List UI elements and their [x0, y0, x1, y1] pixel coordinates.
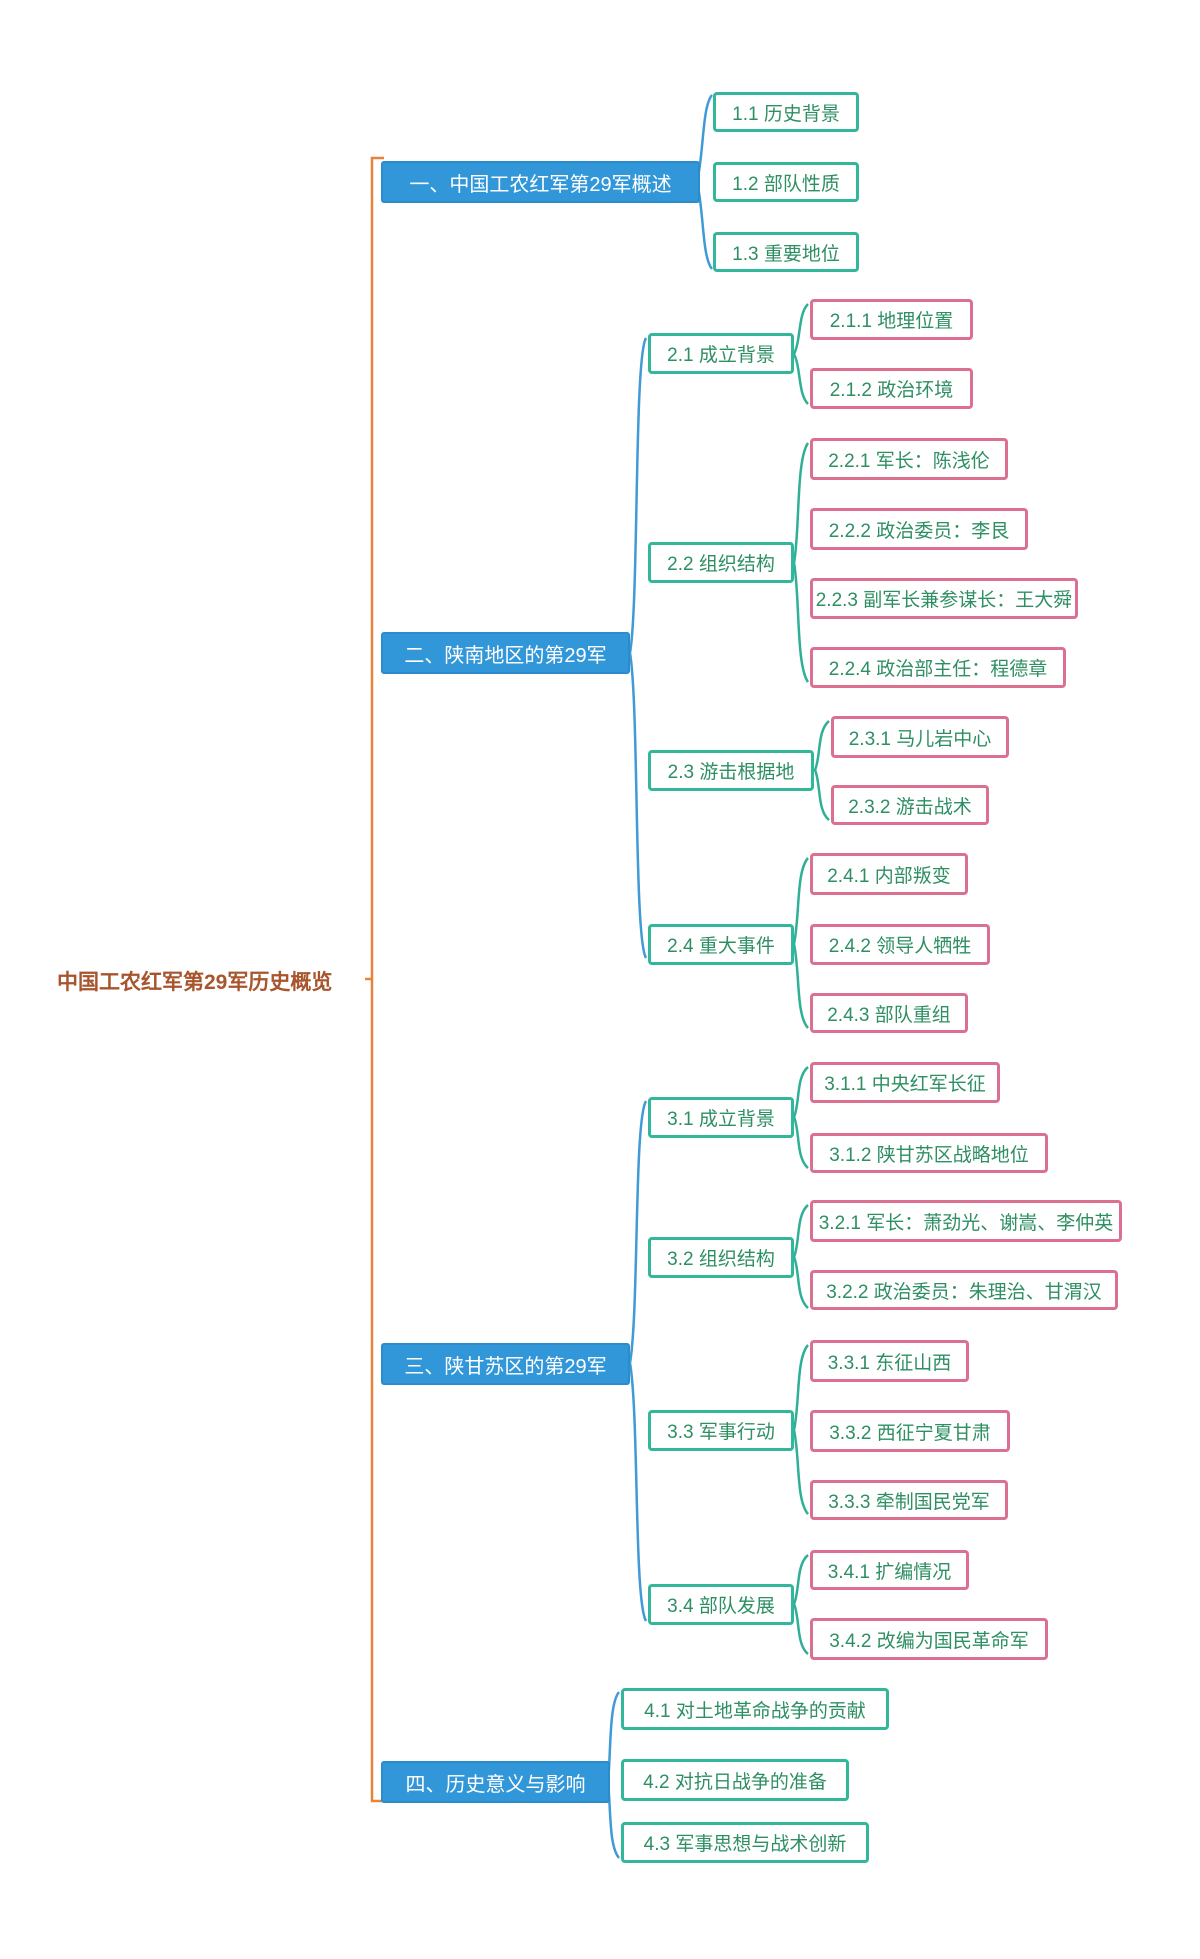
node-4-3[interactable]: 4.3 军事思想与战术创新 — [621, 1822, 869, 1863]
node-3-1-1[interactable]: 3.1.1 中央红军长征 — [810, 1062, 1000, 1103]
node-2-4[interactable]: 2.4 重大事件 — [648, 924, 794, 965]
node-3-4-1[interactable]: 3.4.1 扩编情况 — [810, 1550, 969, 1590]
branch-3-node[interactable]: 三、陕甘苏区的第29军 — [381, 1343, 630, 1385]
node-2-3-2[interactable]: 2.3.2 游击战术 — [831, 785, 989, 825]
brace-3-4 — [792, 1554, 809, 1655]
brace-2-1 — [792, 303, 809, 405]
node-3-2-2[interactable]: 3.2.2 政治委员：朱理治、甘渭汉 — [810, 1270, 1118, 1310]
root-bracket-line — [370, 156, 384, 1803]
node-2-2-2[interactable]: 2.2.2 政治委员：李艮 — [810, 508, 1028, 550]
brace-3-1 — [792, 1066, 809, 1169]
node-3-3-3[interactable]: 3.3.3 牵制国民党军 — [810, 1480, 1008, 1520]
brace-2-3 — [813, 720, 830, 821]
node-3-3-2[interactable]: 3.3.2 西征宁夏甘肃 — [810, 1410, 1010, 1452]
node-4-2[interactable]: 4.2 对抗日战争的准备 — [621, 1759, 849, 1801]
node-3-2[interactable]: 3.2 组织结构 — [648, 1237, 794, 1278]
node-3-1[interactable]: 3.1 成立背景 — [648, 1097, 794, 1138]
node-2-1[interactable]: 2.1 成立背景 — [648, 333, 794, 374]
brace-3-3 — [792, 1344, 810, 1515]
root-node[interactable]: 中国工农红军第29军历史概览 — [57, 971, 333, 994]
node-2-1-1[interactable]: 2.1.1 地理位置 — [810, 299, 973, 340]
branch-4-node[interactable]: 四、历史意义与影响 — [381, 1761, 610, 1803]
node-3-3-1[interactable]: 3.3.1 东征山西 — [810, 1340, 969, 1382]
branch-1-node[interactable]: 一、中国工农红军第29军概述 — [381, 161, 700, 203]
node-2-3[interactable]: 2.3 游击根据地 — [648, 750, 814, 791]
node-2-4-1[interactable]: 2.4.1 内部叛变 — [810, 853, 968, 895]
node-2-2-3[interactable]: 2.2.3 副军长兼参谋长：王大舜 — [810, 578, 1078, 619]
node-3-4-2[interactable]: 3.4.2 改编为国民革命军 — [810, 1618, 1048, 1660]
brace-2-4 — [792, 857, 810, 1029]
node-2-2-4[interactable]: 2.2.4 政治部主任：程德章 — [810, 647, 1066, 688]
node-4-1[interactable]: 4.1 对土地革命战争的贡献 — [621, 1688, 889, 1730]
node-2-2-1[interactable]: 2.2.1 军长：陈浅伦 — [810, 438, 1008, 480]
node-3-2-1[interactable]: 3.2.1 军长：萧劲光、谢嵩、李仲英 — [810, 1200, 1122, 1242]
node-2-2[interactable]: 2.2 组织结构 — [648, 542, 794, 583]
node-2-1-2[interactable]: 2.1.2 政治环境 — [810, 368, 973, 409]
brace-3-2 — [792, 1204, 809, 1309]
brace-branch-3 — [628, 1100, 648, 1622]
brace-branch-2 — [628, 337, 648, 959]
brace-2-2 — [792, 442, 810, 683]
node-3-1-2[interactable]: 3.1.2 陕甘苏区战略地位 — [810, 1133, 1048, 1173]
node-2-4-2[interactable]: 2.4.2 领导人牺牲 — [810, 924, 990, 965]
node-3-4[interactable]: 3.4 部队发展 — [648, 1584, 794, 1625]
node-1-2[interactable]: 1.2 部队性质 — [713, 162, 859, 202]
node-2-4-3[interactable]: 2.4.3 部队重组 — [810, 993, 968, 1033]
node-1-3[interactable]: 1.3 重要地位 — [713, 232, 859, 272]
node-1-1[interactable]: 1.1 历史背景 — [713, 92, 859, 132]
node-2-3-1[interactable]: 2.3.1 马儿岩中心 — [831, 716, 1009, 758]
node-3-3[interactable]: 3.3 军事行动 — [648, 1410, 794, 1451]
branch-2-node[interactable]: 二、陕南地区的第29军 — [381, 632, 630, 674]
